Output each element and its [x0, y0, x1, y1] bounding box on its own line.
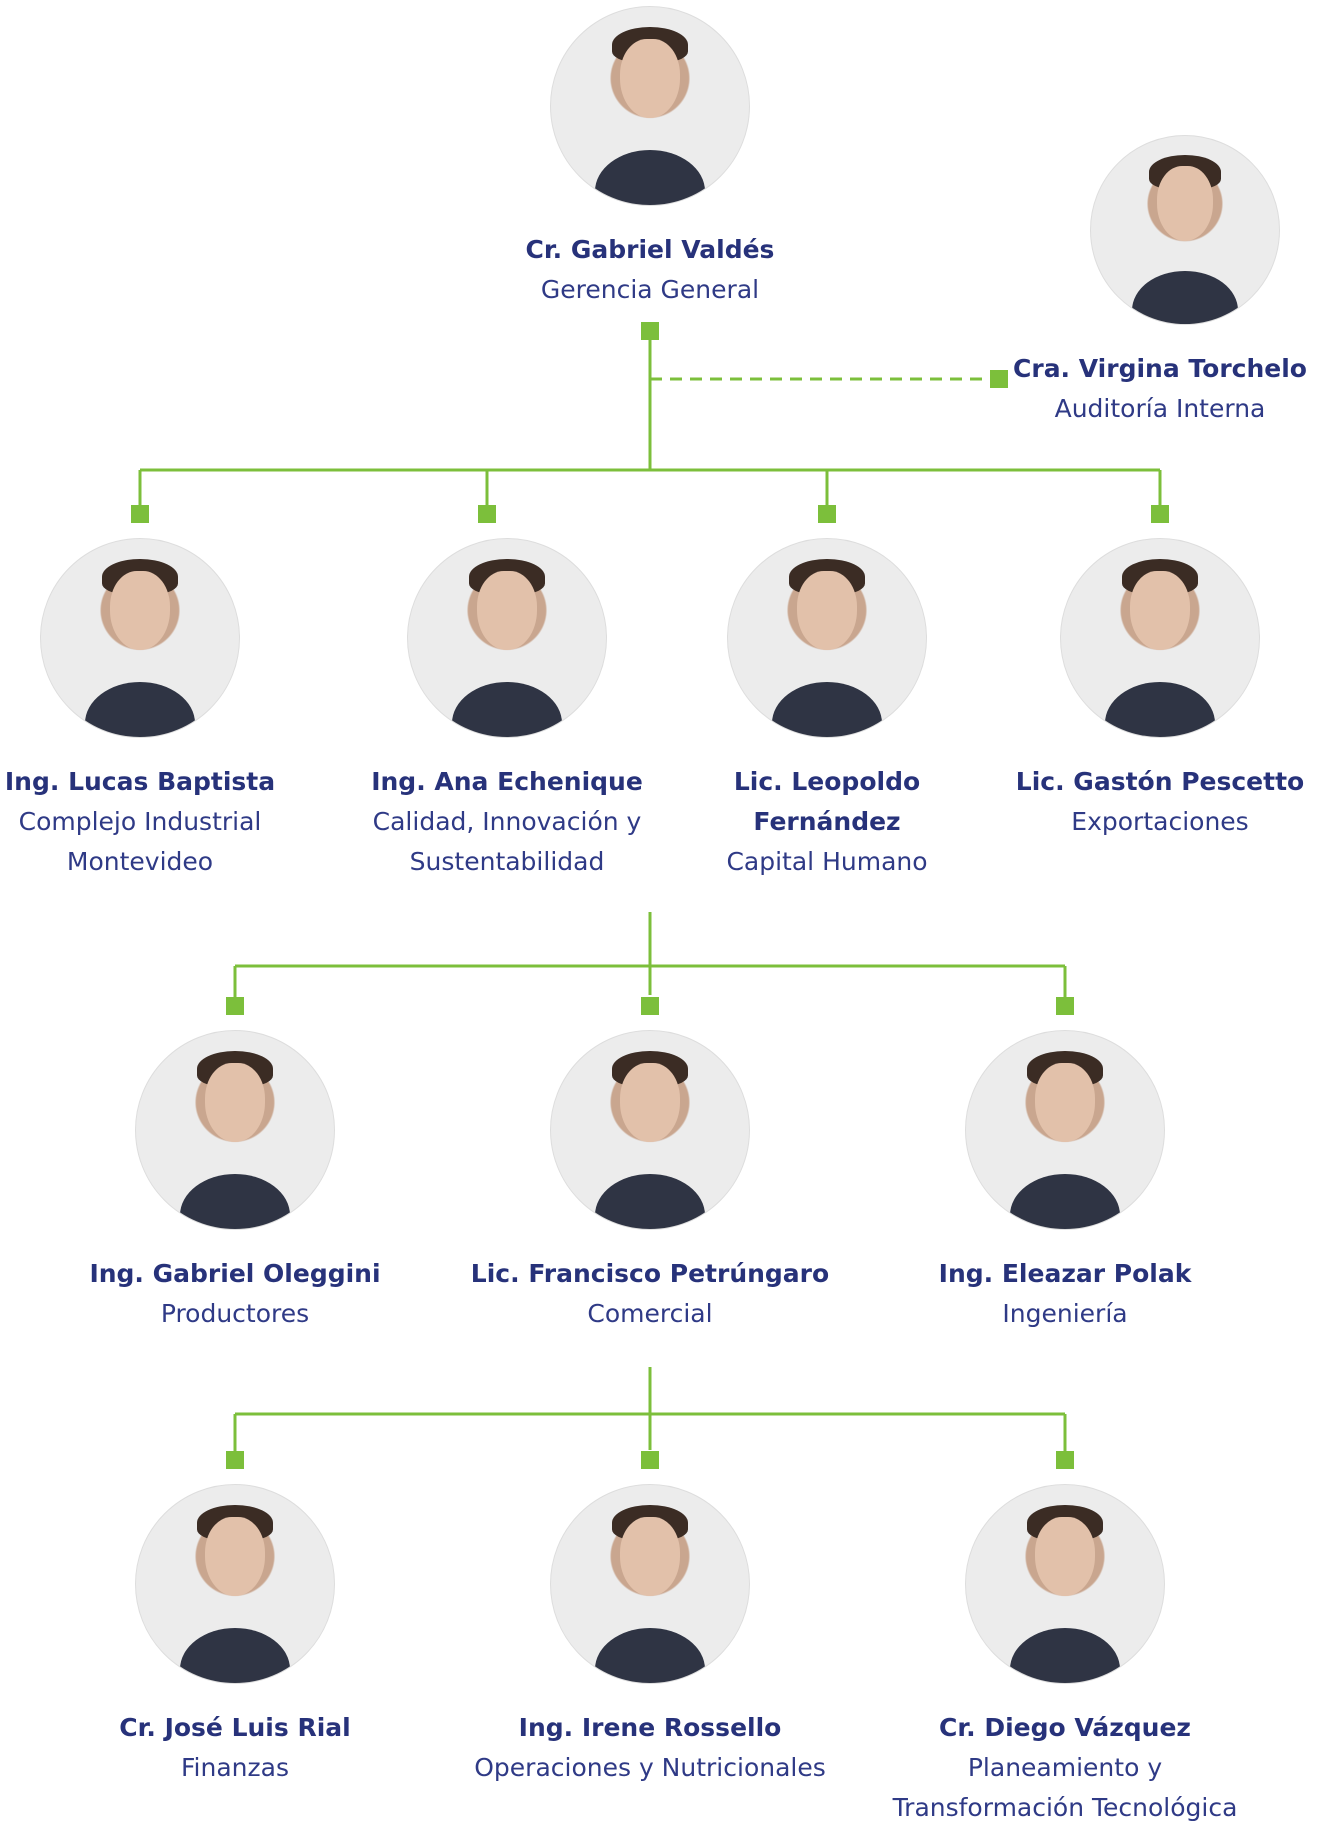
avatar [1060, 538, 1260, 738]
connector-node-square [226, 1451, 244, 1469]
person-name: Lic. Francisco Petrúngaro [470, 1259, 830, 1288]
person-name: Ing. Ana Echenique [371, 767, 643, 796]
person-name: Ing. Irene Rossello [518, 1713, 782, 1742]
person-name: Ing. Gabriel Oleggini [89, 1259, 381, 1288]
avatar [407, 538, 607, 738]
org-node-exportaciones: Lic. Gastón Pescetto Exportaciones [950, 538, 1317, 842]
avatar [965, 1484, 1165, 1684]
connector-node-square [478, 505, 496, 523]
person-role: Comercial [587, 1299, 713, 1328]
org-node-calidad: Ing. Ana Echenique Calidad, Innovación y… [297, 538, 717, 882]
connector-node-square [818, 505, 836, 523]
avatar [965, 1030, 1165, 1230]
person-role: Calidad, Innovación y Sustentabilidad [372, 807, 642, 876]
connector-node-square [641, 1451, 659, 1469]
avatar [40, 538, 240, 738]
avatar [550, 1030, 750, 1230]
connector-node-square [641, 997, 659, 1015]
avatar [550, 6, 750, 206]
person-name: Cra. Virgina Torchelo [1013, 354, 1307, 383]
connector-node-square [1056, 997, 1074, 1015]
person-name: Ing. Lucas Baptista [4, 767, 276, 796]
connector-node-square [1151, 505, 1169, 523]
avatar [135, 1484, 335, 1684]
person-role: Capital Humano [726, 847, 928, 876]
org-node-gerencia-general: Cr. Gabriel Valdés Gerencia General [440, 6, 860, 310]
connector-node-square [641, 322, 659, 340]
person-role: Exportaciones [1071, 807, 1249, 836]
person-role: Complejo Industrial Montevideo [18, 807, 262, 876]
avatar [727, 538, 927, 738]
person-role: Auditoría Interna [1054, 394, 1266, 423]
person-name: Ing. Eleazar Polak [938, 1259, 1192, 1288]
person-role: Planeamiento y Transformación Tecnológic… [892, 1753, 1238, 1822]
person-name: Lic. Leopoldo Fernández [733, 767, 921, 836]
person-name: Lic. Gastón Pescetto [1015, 767, 1305, 796]
connector-node-square [131, 505, 149, 523]
person-name: Cr. José Luis Rial [119, 1713, 351, 1742]
connector-node-square [226, 997, 244, 1015]
person-role: Gerencia General [540, 275, 760, 304]
org-node-comercial: Lic. Francisco Petrúngaro Comercial [440, 1030, 860, 1334]
org-node-planeamiento: Cr. Diego Vázquez Planeamiento y Transfo… [855, 1484, 1275, 1828]
org-node-auditoria-interna: Cra. Virgina Torchelo Auditoría Interna [1010, 349, 1310, 429]
person-name: Cr. Gabriel Valdés [525, 235, 775, 264]
org-node-capital-humano: Lic. Leopoldo Fernández Capital Humano [617, 538, 1037, 882]
avatar [550, 1484, 750, 1684]
person-role: Operaciones y Nutricionales [474, 1753, 826, 1782]
avatar [1090, 135, 1280, 325]
org-node-ingenieria: Ing. Eleazar Polak Ingeniería [855, 1030, 1275, 1334]
org-node-finanzas: Cr. José Luis Rial Finanzas [25, 1484, 445, 1788]
person-role: Productores [160, 1299, 310, 1328]
org-node-operaciones: Ing. Irene Rossello Operaciones y Nutric… [440, 1484, 860, 1788]
person-role: Ingeniería [1002, 1299, 1128, 1328]
org-node-productores: Ing. Gabriel Oleggini Productores [25, 1030, 445, 1334]
org-node-complejo-industrial: Ing. Lucas Baptista Complejo Industrial … [0, 538, 350, 882]
person-role: Finanzas [181, 1753, 289, 1782]
person-name: Cr. Diego Vázquez [939, 1713, 1191, 1742]
connector-node-square [990, 370, 1008, 388]
connector-node-square [1056, 1451, 1074, 1469]
avatar [135, 1030, 335, 1230]
